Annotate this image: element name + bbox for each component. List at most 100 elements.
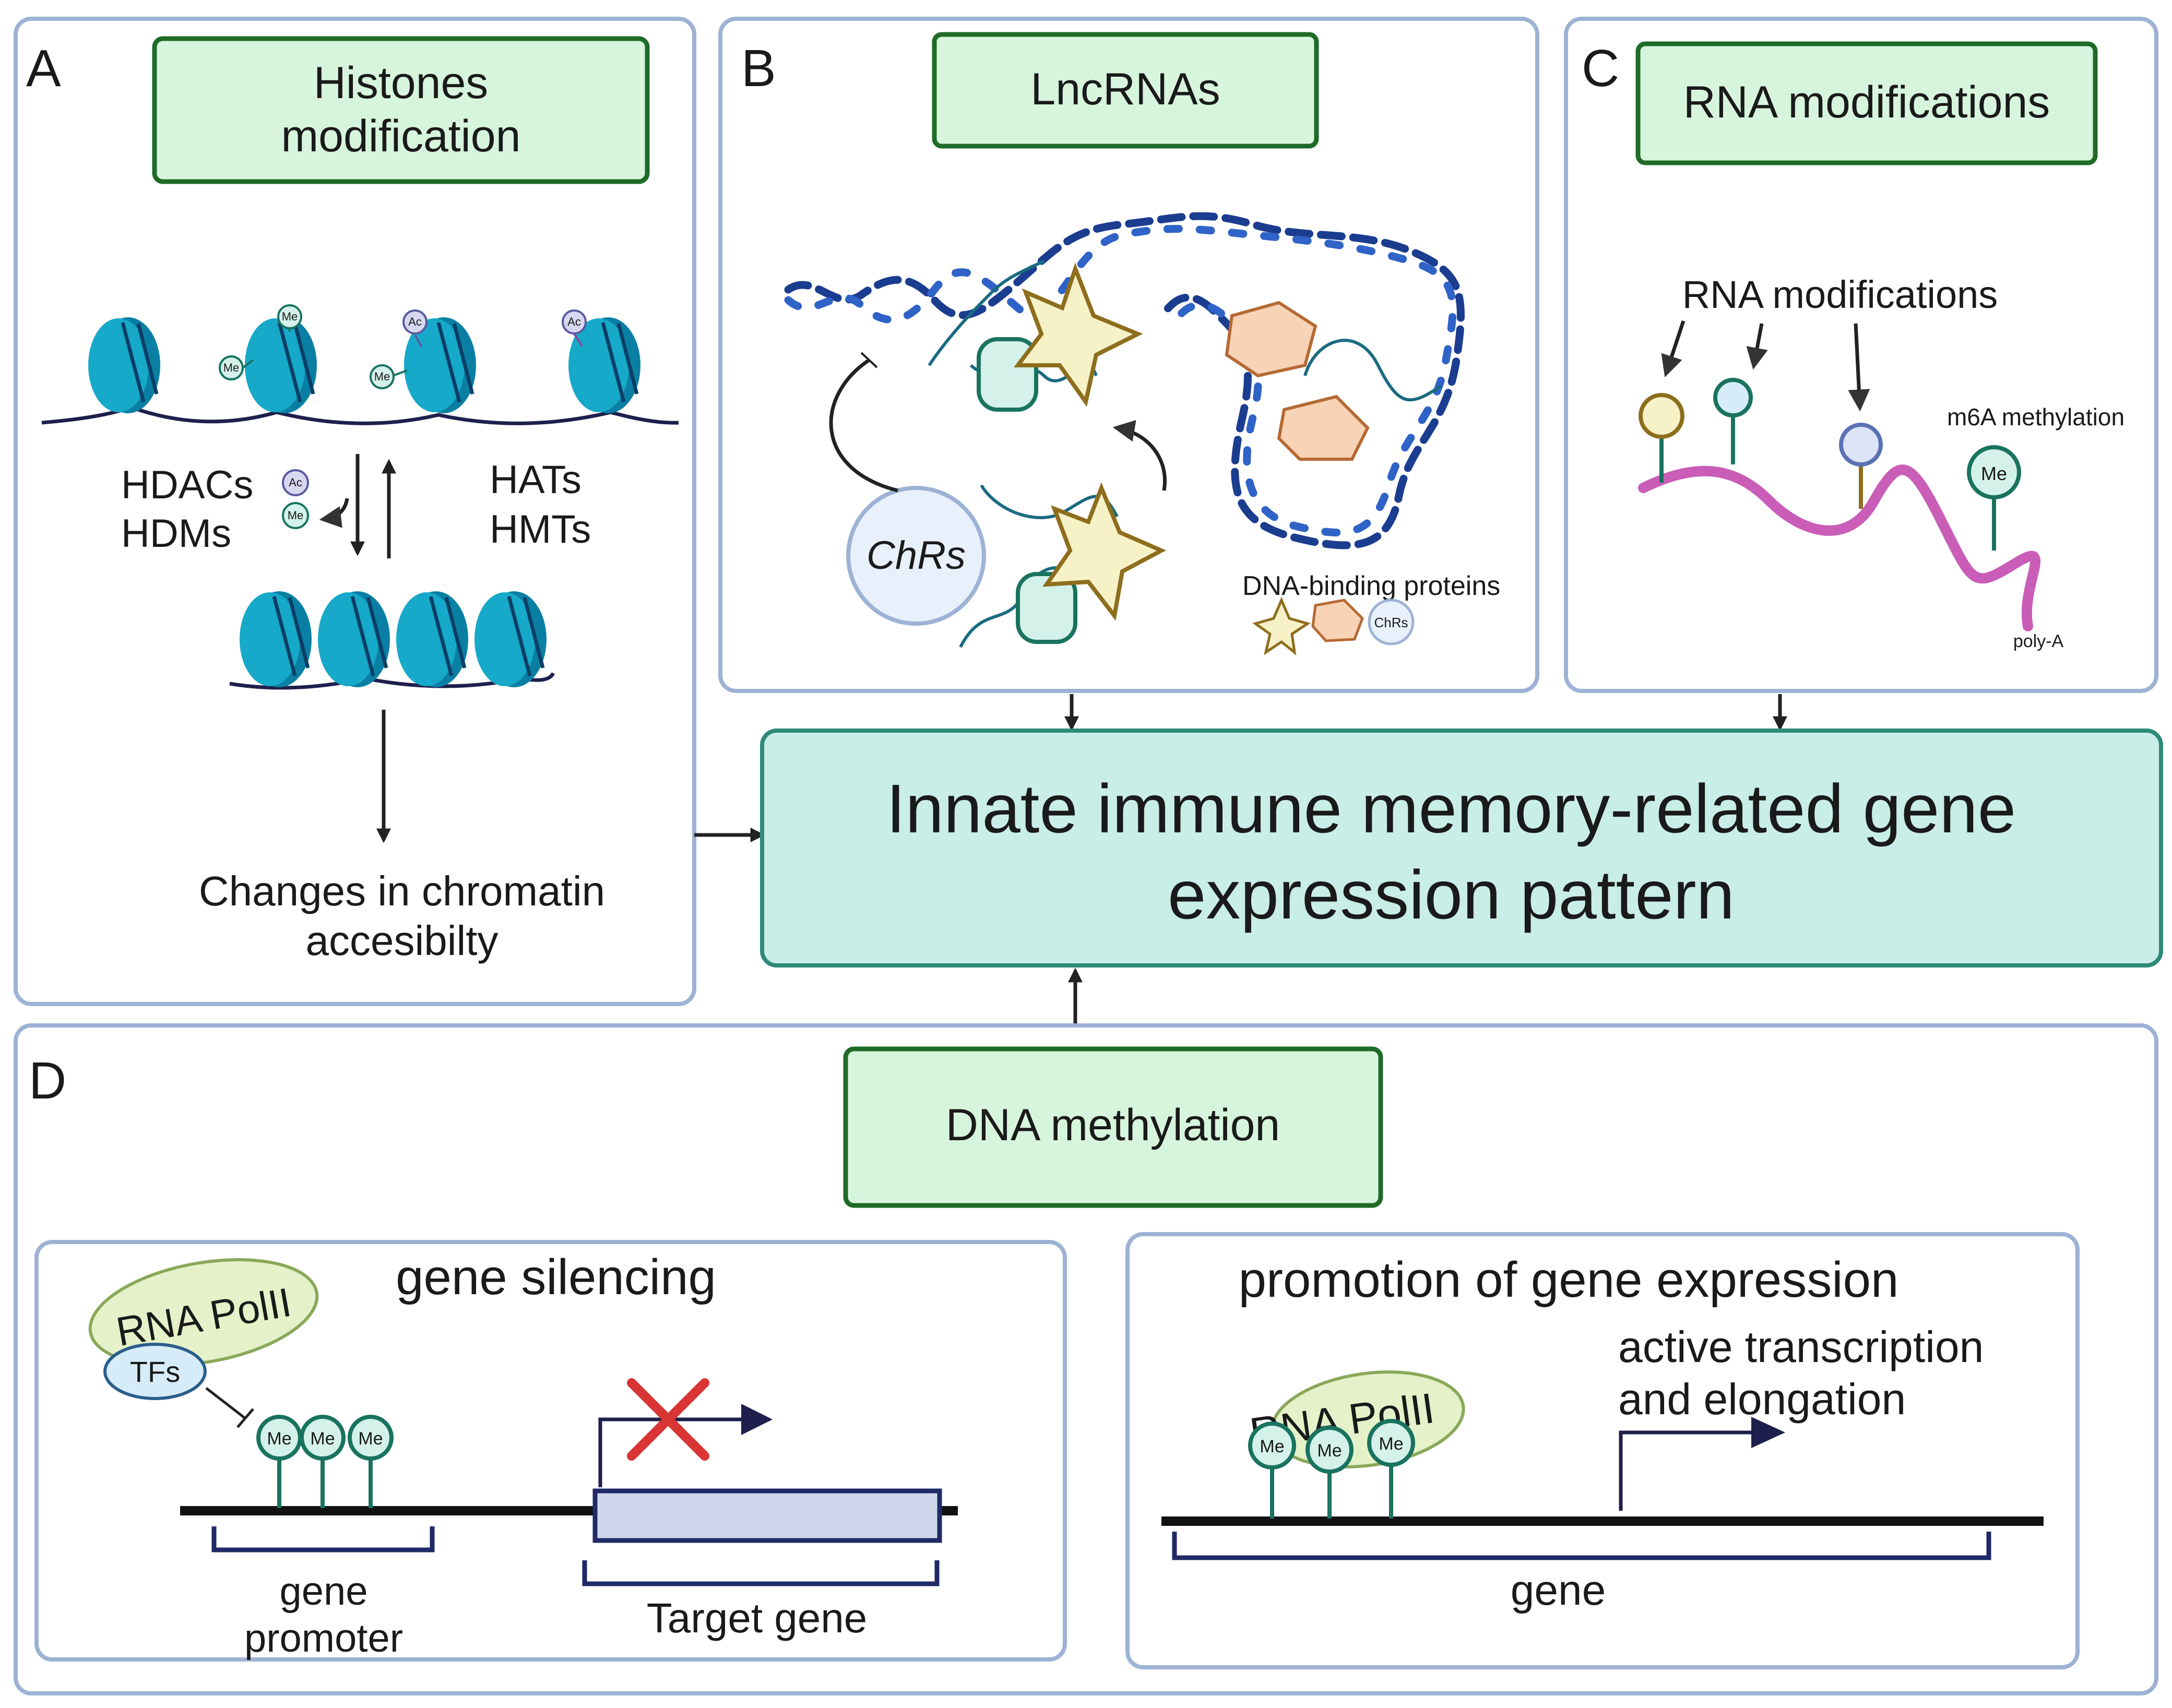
dna-binding-protein-2 — [1016, 572, 1077, 644]
polya-label: poly-A — [2013, 631, 2064, 651]
me-mark-1 — [277, 304, 302, 329]
ac-mark-2-label: Ac — [567, 315, 581, 328]
ac-mark-1 — [402, 309, 428, 335]
tfs-inhibition-line — [205, 1387, 246, 1419]
me-legend-icon — [282, 502, 309, 529]
me-site-p1 — [1248, 1422, 1296, 1470]
rna-polii-silencing — [88, 1258, 319, 1367]
mod-arrow-2 — [1746, 323, 1768, 370]
dna-methylation-title: DNA methylation — [946, 1100, 1280, 1150]
me-site-p1-label: Me — [1260, 1437, 1284, 1456]
tfs-ellipse — [103, 1343, 207, 1400]
panel-d-letter: D — [29, 1052, 66, 1110]
dna-helix — [784, 212, 1465, 550]
rna-strand — [1638, 464, 2041, 631]
tfs-label: TFs — [130, 1355, 180, 1388]
modification-site-2 — [1713, 378, 1753, 417]
modification-site-1 — [1639, 393, 1684, 439]
m6a-label: m6A methylation — [1947, 403, 2124, 431]
expression-pattern-box — [760, 728, 2163, 968]
expression-pattern-line1: Innate immune memory-related gene — [886, 770, 2016, 847]
recruit-arrow — [1112, 420, 1167, 491]
modification-site-3 — [1839, 423, 1883, 467]
ac-legend-label: Ac — [289, 476, 302, 489]
panel-c: C RNA modifications RNA modifications m6… — [1564, 17, 2158, 693]
legend-chrs-icon — [1368, 599, 1415, 646]
legend-pentagon-icon — [1311, 599, 1364, 642]
ac-mark-2 — [562, 309, 587, 335]
gene-promotion-title: promotion of gene expression — [1239, 1252, 1899, 1308]
removal-arrow — [319, 498, 349, 528]
me-site-p2-label: Me — [1317, 1441, 1342, 1461]
active-transcription-line1: active transcription — [1618, 1322, 1984, 1371]
gene-silencing-frame — [34, 1240, 1067, 1662]
central-outcome: Innate immune memory-related gene expres… — [694, 694, 2163, 1024]
compact-chromatin — [229, 591, 555, 690]
me-site-p3-label: Me — [1379, 1434, 1403, 1454]
promoter-bracket — [211, 1526, 435, 1552]
gene-silencing-title: gene silencing — [396, 1249, 716, 1305]
tss-arrowhead-silencing — [741, 1404, 773, 1435]
tfs-inhibition-bar — [236, 1408, 254, 1428]
panel-b: B LncRNAs ChRs DNA-binding proteins — [718, 17, 1539, 693]
tss-arrow-promotion — [1619, 1430, 1751, 1511]
me-site-s3 — [348, 1415, 394, 1461]
gene-bracket — [1172, 1532, 1991, 1560]
histones-title-line1: Histones — [314, 58, 489, 108]
panel-c-frame — [1564, 17, 2158, 693]
legend-chrs-label: ChRs — [1374, 615, 1408, 630]
ac-legend-icon — [282, 469, 309, 496]
rna-mods-title-box — [1635, 41, 2098, 165]
target-gene-bracket — [582, 1560, 940, 1586]
me-mark-3 — [370, 364, 395, 389]
histone-marks: Me Me Ac Me Ac — [219, 304, 587, 389]
rna-mods-title: RNA modifications — [1683, 77, 2050, 127]
promoter-label-line1: gene — [279, 1569, 367, 1614]
pentagon-protein-2 — [1277, 395, 1370, 461]
tss-arrow-silencing — [598, 1417, 741, 1487]
hmts-label: HMTs — [490, 507, 591, 552]
hats-label: HATs — [490, 458, 581, 502]
target-gene-label: Target gene — [647, 1595, 868, 1641]
hdacs-label: HDACs — [121, 463, 253, 507]
me-site-p2 — [1305, 1426, 1354, 1474]
dna-binding-proteins-label: DNA-binding proteins — [1242, 571, 1500, 601]
lncrnas-title-box — [932, 32, 1319, 149]
legend-star-icon — [1252, 596, 1311, 655]
me-site-s3-label: Me — [358, 1429, 383, 1449]
panel-a-letter: A — [26, 39, 61, 98]
expression-pattern-line2: expression pattern — [1168, 856, 1735, 933]
ac-mark-1-label: Ac — [408, 315, 422, 328]
gene-silencing-panel: gene silencing RNA PolII TFs Me Me Me ge… — [34, 1240, 1067, 1662]
block-cross-b — [627, 1378, 709, 1461]
rna-mods-label: RNA modifications — [1682, 273, 1998, 316]
panel-d: D DNA methylation gene silencing RNA Pol… — [14, 1023, 2158, 1695]
panel-a-frame — [14, 17, 696, 1006]
me-site-s1-label: Me — [267, 1429, 291, 1449]
m6a-me-circle — [1967, 445, 2021, 499]
histones-title-line2: modification — [281, 111, 521, 161]
pentagon-protein-1 — [1225, 301, 1318, 378]
target-gene-box — [592, 1488, 942, 1543]
lncrna-strand-1 — [928, 259, 1045, 366]
me-site-p3 — [1367, 1419, 1415, 1467]
inhibition-bar — [860, 352, 878, 368]
star-protein-2 — [1042, 482, 1167, 621]
gene-promotion-panel: promotion of gene expression active tran… — [1125, 1232, 2080, 1669]
me-mark-3-label: Me — [374, 370, 390, 383]
mod-arrow-1 — [1661, 320, 1686, 377]
chromatin-outcome-line2: accesibilty — [305, 917, 498, 964]
inhibition-line — [829, 359, 898, 493]
me-site-s2 — [300, 1415, 346, 1461]
active-transcription-line2: and elongation — [1618, 1375, 1906, 1424]
panel-a: A Histones modification Me Me Ac Me Ac — [14, 17, 696, 1006]
m6a-me-label: Me — [1981, 463, 2007, 484]
star-protein-1 — [1014, 262, 1143, 407]
lncrnas-title: LncRNAs — [1030, 64, 1220, 114]
nucleosome-2 — [245, 317, 317, 413]
me-mark-2 — [219, 355, 244, 380]
promoter-label-line2: promoter — [244, 1616, 403, 1661]
dna-methylation-title-box — [843, 1046, 1383, 1208]
nucleosome-1 — [88, 317, 160, 413]
